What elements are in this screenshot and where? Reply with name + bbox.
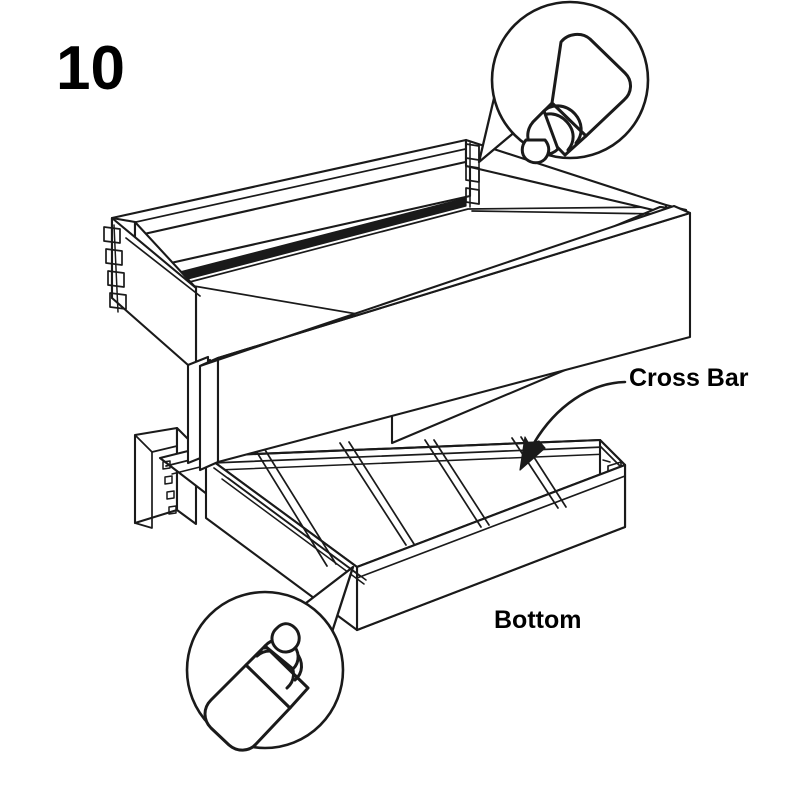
cross-bars — [252, 436, 567, 567]
glue-callout-top — [477, 0, 650, 165]
cross-bar-annotation — [519, 380, 627, 471]
cross-bar-label: Cross Bar — [629, 364, 749, 392]
glue-bottle-icon — [203, 622, 310, 752]
bottom-panel-assembly — [133, 426, 627, 632]
bottom-inner-edge — [227, 477, 367, 581]
glue-callout-bottom — [185, 565, 355, 752]
drawer-left-dovetails — [103, 224, 127, 313]
bottom-left-dovetails — [162, 460, 177, 515]
step-number: 10 — [56, 34, 125, 103]
drawer-front-plank-final — [198, 204, 692, 472]
glue-bottle-icon — [520, 33, 632, 165]
drawer-right-dovetails — [465, 142, 480, 208]
bottom-label: Bottom — [494, 606, 582, 634]
